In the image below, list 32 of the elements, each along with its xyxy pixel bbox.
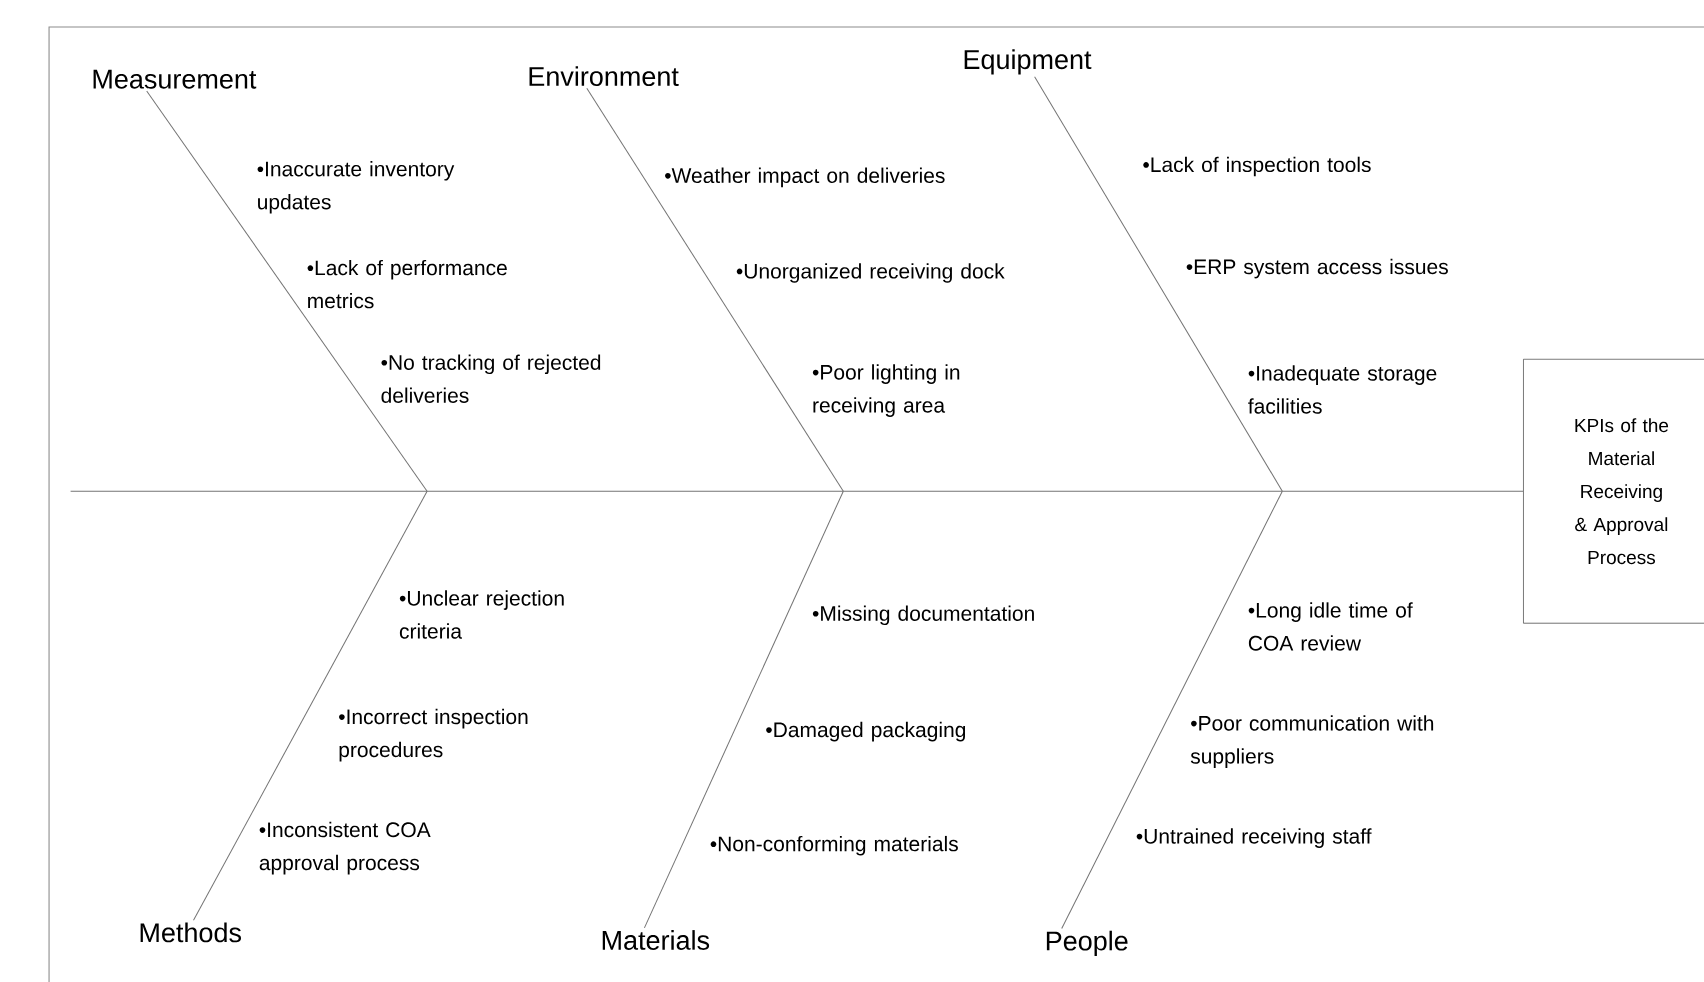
cause-text: •No tracking of rejected deliveries [381,354,601,403]
cause-text: •Missing documentation [812,605,1034,626]
cause-text: •ERP system access issues [1186,258,1448,279]
category-label: Measurement [93,69,257,89]
cause-text: •Inaccurate inventory updates [257,161,455,214]
category-label: Materials [602,930,710,950]
cause-text: •Lack of performance metrics [307,259,507,309]
spine-line [70,490,1524,492]
cause-text: •Inconsistent COA approval process [259,821,431,875]
cause-text: •Poor lighting in receiving area [812,364,960,417]
bone-line [146,90,428,492]
cause-text: •Incorrect inspection procedures [339,708,528,762]
bone-line [1061,490,1283,930]
cause-text: •Lack of inspection tools [1143,156,1371,177]
cause-text: •Unorganized receiving dock [736,263,1005,283]
bone-line [643,490,844,929]
cause-text: •Weather impact on deliveries [665,167,945,188]
cause-text: •Untrained receiving staff [1136,828,1372,848]
bone-line [193,490,428,921]
bone-line [1034,76,1283,492]
effect-box: KPIs of the Material Receiving & Approval Process [1523,358,1704,624]
cause-text: •Unclear rejection criteria [399,590,564,639]
category-label: Equipment [964,49,1092,75]
cause-text: •Damaged packaging [766,721,966,742]
bone-line [586,87,844,492]
cause-text: •Long idle time of COA review [1248,602,1413,651]
cause-text: •Poor communication with suppliers [1190,715,1434,768]
category-label: Environment [529,66,679,86]
category-label: People [1046,930,1128,956]
cause-text: •Non-conforming materials [710,835,958,856]
category-label: Methods [140,922,241,943]
cause-text: •Inadequate storage facilities [1248,365,1437,414]
